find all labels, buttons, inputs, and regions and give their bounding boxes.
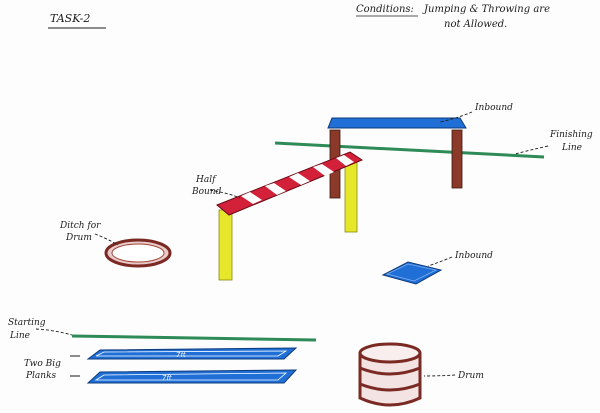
planks-label-1: Two Big bbox=[24, 359, 61, 369]
finishing-line-label-1: Finishing bbox=[549, 130, 593, 140]
plank-2 bbox=[86, 369, 298, 384]
drum-label: Drum bbox=[457, 371, 484, 381]
inbound-top-label: Inbound bbox=[474, 103, 513, 113]
starting-line-label-2: Line bbox=[9, 331, 30, 341]
conditions-text-line1: Jumping & Throwing are bbox=[422, 4, 550, 15]
finishing-line-label-2: Line bbox=[561, 143, 582, 153]
inbound-top-plank bbox=[327, 117, 467, 129]
finishing-line bbox=[274, 141, 545, 159]
half-bound-post-right bbox=[344, 161, 358, 233]
plank-2-length: 7ft bbox=[162, 374, 172, 382]
plank-1-length: 7ft bbox=[176, 351, 186, 359]
inbound-box-label: Inbound bbox=[454, 251, 493, 261]
half-bound-label-1: Half bbox=[195, 175, 217, 185]
conditions-label: Conditions: bbox=[356, 4, 414, 15]
half-bound-post-left bbox=[218, 209, 233, 281]
half-bound-stripes bbox=[241, 155, 354, 204]
plank-1 bbox=[86, 347, 298, 360]
task-title: TASK-2 bbox=[50, 12, 90, 25]
half-bound-label-2: Bound bbox=[191, 187, 222, 197]
inbound-post-right bbox=[451, 129, 463, 189]
inbound-box bbox=[381, 261, 443, 285]
starting-line-label-1: Starting bbox=[8, 318, 46, 328]
ditch-label-1: Ditch for bbox=[59, 221, 101, 231]
ditch-label-2: Drum bbox=[65, 233, 92, 243]
starting-line bbox=[71, 334, 317, 342]
drum bbox=[358, 342, 422, 407]
leader-arrows bbox=[35, 111, 549, 377]
conditions-text-line2: not Allowed. bbox=[444, 19, 507, 30]
planks-label-2: Planks bbox=[25, 371, 57, 381]
